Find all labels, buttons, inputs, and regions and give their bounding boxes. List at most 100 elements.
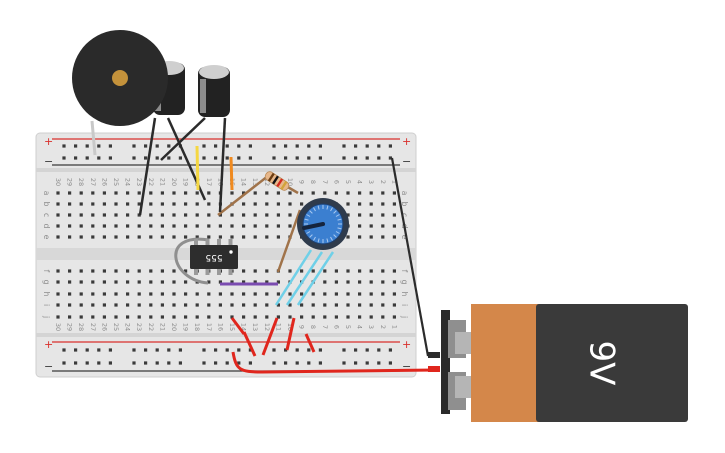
breadboard-hole	[114, 213, 118, 217]
breadboard-hole	[126, 315, 130, 319]
rail-hole	[74, 156, 78, 160]
potentiometer-tick	[335, 214, 340, 217]
breadboard-hole	[149, 292, 153, 296]
rail-hole	[155, 144, 159, 148]
potentiometer-tick	[304, 218, 309, 221]
chip-pin	[205, 239, 210, 246]
rail-hole	[307, 144, 311, 148]
breadboard-hole	[276, 213, 280, 217]
rail-hole	[318, 361, 322, 365]
row-letter-left: j	[42, 315, 51, 318]
breadboard-hole	[358, 303, 362, 307]
breadboard-hole	[253, 280, 257, 284]
rail-hole	[178, 348, 182, 352]
breadboard-hole	[184, 315, 188, 319]
wire-orange	[229, 156, 234, 191]
rail-hole	[248, 348, 252, 352]
row-letter-left: e	[42, 235, 51, 240]
rail-hole	[388, 144, 392, 148]
breadboard-hole	[265, 292, 269, 296]
battery-body	[536, 304, 688, 422]
chip-label: 555	[205, 252, 222, 262]
rail-hole	[318, 144, 322, 148]
breadboard-hole	[242, 280, 246, 284]
breadboard-hole	[114, 269, 118, 273]
rail-hole	[214, 144, 218, 148]
rail-hole	[225, 361, 229, 365]
breadboard-hole	[253, 303, 257, 307]
column-number-bottom: 4	[356, 325, 364, 329]
breadboard-hole	[149, 235, 153, 239]
rail-hole	[307, 348, 311, 352]
breadboard-hole	[172, 224, 176, 228]
chip-body	[190, 245, 238, 269]
breadboard-hole	[311, 269, 315, 273]
column-number-bottom: 17	[205, 323, 213, 331]
row-letter-left: b	[42, 202, 51, 207]
breadboard-hole	[56, 235, 60, 239]
chip-pin	[228, 268, 233, 275]
battery-label-band	[471, 304, 541, 422]
breadboard-hole	[369, 292, 373, 296]
breadboard-hole	[79, 235, 83, 239]
breadboard-hole	[218, 303, 222, 307]
breadboard-hole	[300, 303, 304, 307]
breadboard-hole	[91, 292, 95, 296]
breadboard-hole	[392, 235, 396, 239]
breadboard-hole	[114, 202, 118, 206]
column-number-top: 3	[367, 180, 375, 184]
column-number-bottom: 25	[112, 323, 120, 331]
rail-hole	[85, 156, 89, 160]
wire-black-cap3	[160, 117, 206, 161]
column-number-bottom: 29	[66, 323, 74, 331]
rail-hole	[132, 348, 136, 352]
breadboard-hole	[242, 315, 246, 319]
rail-hole	[132, 144, 136, 148]
potentiometer-indicator	[302, 222, 325, 230]
breadboard-hole	[149, 224, 153, 228]
rail-hole	[248, 361, 252, 365]
breadboard-hole	[68, 202, 72, 206]
breadboard-hole	[172, 315, 176, 319]
rail-hole	[167, 156, 171, 160]
column-number-bottom: 3	[367, 325, 375, 329]
breadboard-hole	[160, 269, 164, 273]
potentiometer-tick	[335, 231, 340, 234]
breadboard-hole	[288, 292, 292, 296]
battery-terminal-bottom-inner	[455, 376, 473, 398]
breadboard-hole	[126, 292, 130, 296]
breadboard-hole	[68, 280, 72, 284]
rail-hole	[225, 156, 229, 160]
rail-hole	[167, 144, 171, 148]
breadboard-hole	[102, 269, 106, 273]
breadboard-hole	[218, 315, 222, 319]
rail-hole	[132, 361, 136, 365]
breadboard-hole	[126, 213, 130, 217]
breadboard-hole	[137, 202, 141, 206]
breadboard-hole	[230, 292, 234, 296]
rail-hole	[237, 156, 241, 160]
row-letter-right: a	[400, 191, 409, 196]
battery-label: 9V	[582, 341, 622, 386]
breadboard-hole	[242, 235, 246, 239]
breadboard-hole	[102, 224, 106, 228]
potentiometer-tick	[317, 238, 320, 243]
breadboard-hole	[358, 315, 362, 319]
breadboard-hole	[172, 280, 176, 284]
breadboard-hole	[184, 292, 188, 296]
breadboard-hole	[91, 191, 95, 195]
breadboard-hole	[253, 292, 257, 296]
rail-hole	[354, 144, 358, 148]
breadboard-hole	[381, 303, 385, 307]
rail-hole	[202, 144, 206, 148]
breadboard-hole	[276, 303, 280, 307]
rail-hole	[74, 361, 78, 365]
row-letter-left: h	[42, 292, 51, 297]
breadboard-hole	[126, 235, 130, 239]
breadboard-hole	[265, 213, 269, 217]
rail-hole	[155, 348, 159, 352]
rail-hole	[365, 348, 369, 352]
wire-red-4	[285, 317, 296, 351]
breadboard-hole	[137, 224, 141, 228]
breadboard-hole	[149, 280, 153, 284]
